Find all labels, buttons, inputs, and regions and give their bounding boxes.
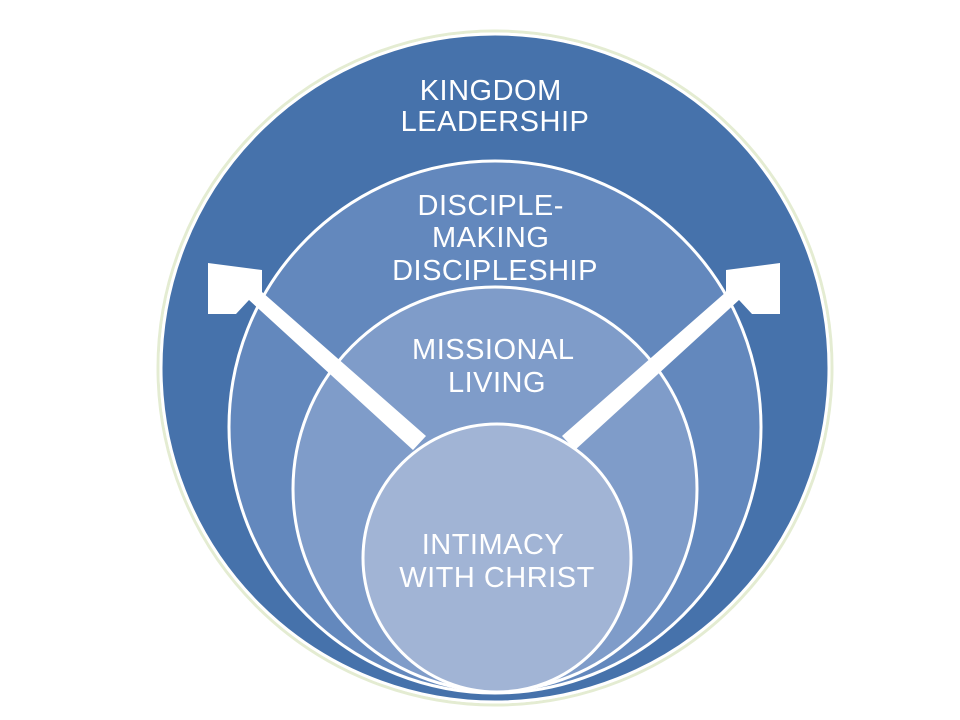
core-circle-intimacy-with-christ — [361, 422, 633, 694]
label-core: INTIMACY WITH CHRIST — [399, 529, 595, 594]
label-outer: KINGDOM LEADERSHIP — [401, 75, 590, 138]
label-outer-line-2: LEADERSHIP — [401, 106, 590, 138]
label-second-line-1: DISCIPLE- — [418, 190, 564, 222]
label-third-line-1: MISSIONAL — [412, 334, 574, 366]
label-second-line-2: MAKING — [432, 222, 549, 254]
label-second-line-3: DISCIPLESHIP — [392, 255, 598, 287]
label-core-line-1: INTIMACY — [422, 529, 564, 561]
left-arrow — [208, 263, 426, 450]
label-core-line-2: WITH CHRIST — [399, 562, 595, 594]
label-outer-line-1: KINGDOM — [420, 75, 562, 107]
label-second: DISCIPLE- MAKING DISCIPLESHIP — [392, 190, 598, 287]
outer-halo — [156, 29, 834, 707]
right-arrow — [562, 263, 780, 450]
label-third: MISSIONAL LIVING — [412, 334, 582, 399]
label-third-line-2: LIVING — [448, 367, 546, 399]
